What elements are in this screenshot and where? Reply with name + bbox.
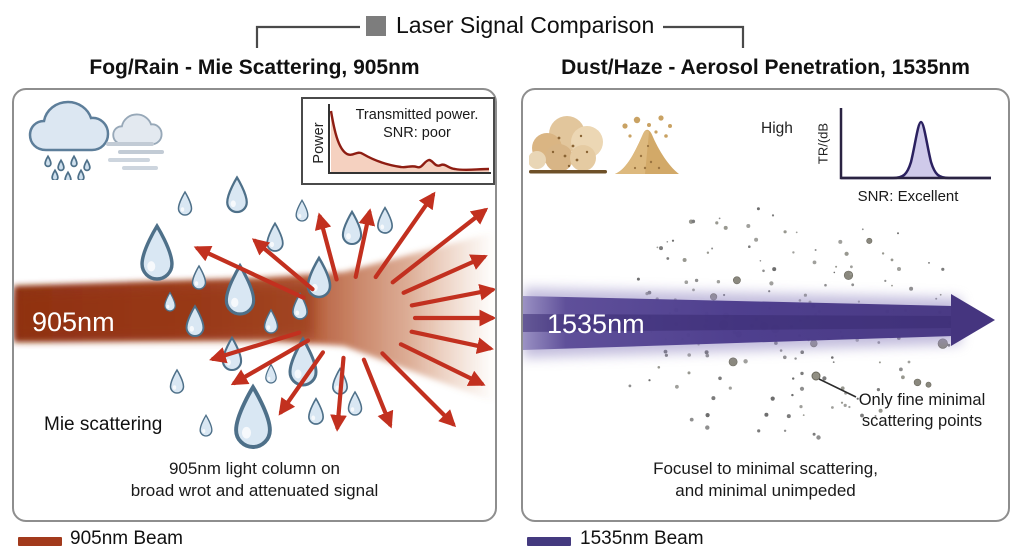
fine-scatter-point xyxy=(811,371,821,381)
fog-caption: 905nm light column on broad wrot and att… xyxy=(130,459,379,500)
high-label: High xyxy=(761,120,793,137)
dust-panel-title: Dust/Haze - Aerosol Penetration, 1535nm xyxy=(561,56,970,79)
title-square-icon xyxy=(366,16,386,36)
dust-scene: 1535nm xyxy=(523,207,995,440)
1535nm-beam xyxy=(523,288,995,358)
1535nm-legend-label: 1535nm Beam xyxy=(580,528,704,549)
fine-scattering-note: Only fine minimal scattering points xyxy=(858,391,986,430)
snr-excellent-label: SNR: Excellent xyxy=(857,188,959,205)
beam-arrowhead xyxy=(951,294,995,346)
pointer-line xyxy=(818,378,857,398)
transmitted-power-note: Transmitted power. SNR: poor xyxy=(355,107,479,142)
snr-peak-chart xyxy=(839,108,991,180)
scatter-arrows xyxy=(193,191,495,432)
fog-panel-title: Fog/Rain - Mie Scattering, 905nm xyxy=(89,56,420,79)
fog-cloud-icon xyxy=(106,113,164,170)
header-bracket xyxy=(255,25,745,48)
1535nm-legend-swatch xyxy=(527,537,571,546)
dust-icons xyxy=(529,115,679,174)
page-title: Laser Signal Comparison xyxy=(396,12,655,38)
weather-icons xyxy=(28,100,164,180)
905nm-legend-swatch xyxy=(18,537,62,546)
fog-panel: 905nm Mie scattering xyxy=(12,88,497,522)
dust-beam-label: 1535nm xyxy=(547,309,645,339)
power-decay-curve xyxy=(328,104,491,174)
transmitted-power-chart: Power Transmitted power. SNR: poor xyxy=(301,97,495,185)
905nm-legend-label: 905nm Beam xyxy=(70,528,184,549)
sand-pile-icon xyxy=(615,115,679,174)
dust-cloud-icon xyxy=(529,116,607,174)
mie-scattering-label: Mie scattering xyxy=(44,414,162,435)
dust-caption: Focusel to minimal scattering, and minim… xyxy=(653,459,878,500)
fog-scene: 905nm Mie scattering xyxy=(14,176,495,449)
dust-panel: 1535nm xyxy=(521,88,1010,522)
rain-cloud-icon xyxy=(28,100,110,180)
fog-beam-label: 905nm xyxy=(32,307,115,337)
